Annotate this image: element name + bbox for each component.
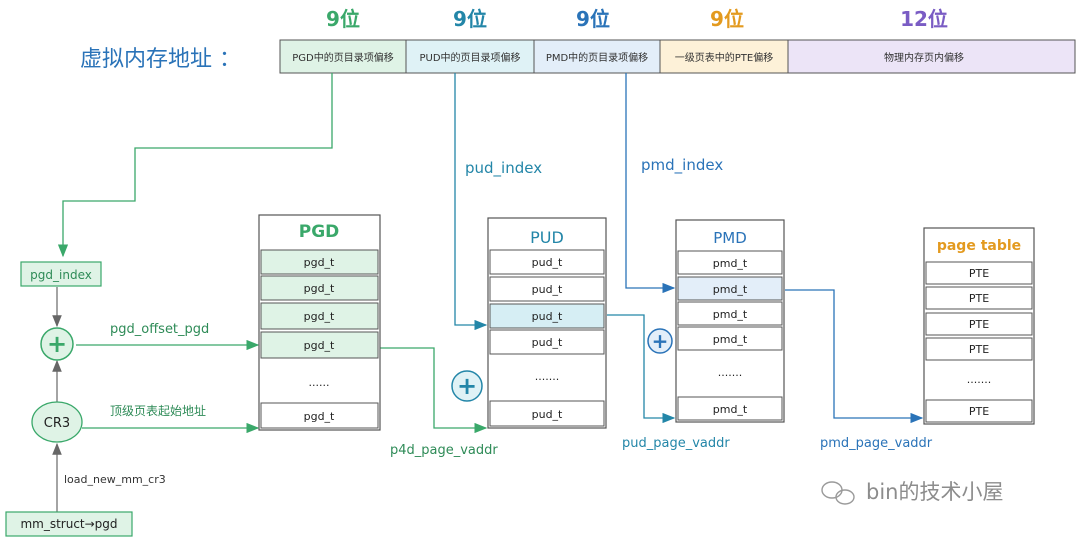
pgd-title: PGD	[299, 222, 340, 242]
segment-label: 一级页表中的PTE偏移	[675, 51, 773, 64]
mm-struct-label: mm_struct→pgd	[20, 517, 117, 531]
pud-index-arrow	[454, 73, 488, 331]
entry-label: PTE	[969, 318, 989, 331]
plus-node-pmd: +	[647, 328, 673, 354]
segment-label: PUD中的页目录项偏移	[419, 51, 520, 64]
pud-index-label: pud_index	[465, 159, 542, 178]
pud-title: PUD	[530, 228, 564, 247]
entry-label: pud_t	[532, 336, 563, 349]
table-row: PTE	[925, 312, 1033, 336]
cr3-label: CR3	[44, 416, 70, 431]
entry-label: pmd_t	[713, 257, 748, 270]
p4d-page-vaddr-arrow	[380, 347, 488, 434]
pmd-index-arrow	[625, 73, 676, 294]
table-row: pgd_t	[260, 402, 379, 429]
watermark: bin的技术小屋	[821, 480, 1003, 505]
pgd-index-arrow	[57, 73, 333, 258]
plus-node-pgd: +	[40, 327, 74, 361]
segment-label: 物理内存页内偏移	[884, 51, 964, 64]
pmd-page-vaddr-label: pmd_page_vaddr	[820, 436, 933, 451]
table-row: pmd_t	[677, 396, 783, 421]
p4d-page-vaddr-label: p4d_page_vaddr	[390, 443, 498, 458]
plus-icon: +	[652, 329, 669, 353]
entry-ellipsis: .......	[718, 366, 742, 379]
table-row: pgd_t	[260, 249, 379, 275]
segment-label: PGD中的页目录项偏移	[292, 51, 393, 64]
segment-label: PMD中的页目录项偏移	[546, 51, 648, 64]
table-row: pgd_t	[260, 331, 379, 359]
entry-label: pgd_t	[304, 410, 335, 423]
table-row: PTE	[925, 399, 1033, 423]
plus-icon: +	[457, 372, 477, 400]
entry-ellipsis: .......	[967, 373, 991, 386]
table-row: pgd_t	[260, 302, 379, 330]
pud-table: PUD pud_t pud_t pud_t pud_t ....... pud_…	[487, 217, 607, 429]
table-row: pmd_t	[677, 250, 783, 275]
table-row: pud_t	[489, 303, 605, 329]
entry-label: pmd_t	[713, 333, 748, 346]
segment-bits: 9位	[710, 7, 744, 31]
entry-label: pgd_t	[304, 256, 335, 269]
entry-label: pgd_t	[304, 339, 335, 352]
segment-bits: 9位	[576, 7, 610, 31]
table-row: pud_t	[489, 329, 605, 355]
segment-bits: 12位	[900, 7, 948, 31]
entry-label: pgd_t	[304, 310, 335, 323]
table-row: PTE	[925, 261, 1033, 285]
watermark-text: bin的技术小屋	[866, 480, 1003, 504]
table-row: pmd_t	[677, 326, 783, 351]
table-row: pmd_t	[677, 276, 783, 301]
entry-label: pud_t	[532, 283, 563, 296]
mm-struct-box: mm_struct→pgd	[5, 511, 133, 537]
page-table-title: page table	[937, 238, 1021, 254]
pmd-index-label: pmd_index	[641, 156, 723, 175]
entry-label: PTE	[969, 267, 989, 280]
table-row: PTE	[925, 286, 1033, 310]
address-label: 虚拟内存地址 ：	[80, 47, 241, 72]
table-row: pud_t	[489, 249, 605, 275]
pmd-title: PMD	[713, 229, 747, 247]
address-segment-pud: 9位 PUD中的页目录项偏移	[405, 7, 535, 74]
segment-bits: 9位	[453, 7, 487, 31]
wechat-icon	[821, 481, 855, 505]
entry-ellipsis: ......	[309, 376, 330, 389]
load-cr3-label: load_new_mm_cr3	[64, 473, 166, 486]
entry-label: pud_t	[532, 256, 563, 269]
cr3-node: CR3	[31, 401, 83, 443]
segment-bits: 9位	[326, 7, 360, 31]
table-row: pmd_t	[677, 301, 783, 326]
pgd-offset-label: pgd_offset_pgd	[110, 322, 209, 337]
table-row: pgd_t	[260, 275, 379, 301]
pud-page-vaddr-arrow	[607, 314, 676, 424]
address-segment-pte: 9位 一级页表中的PTE偏移	[659, 7, 789, 74]
pgd-index-box: pgd_index	[20, 261, 102, 287]
address-segment-offset: 12位 物理内存页内偏移	[787, 7, 1076, 74]
entry-label: PTE	[969, 343, 989, 356]
plus-icon: +	[47, 330, 67, 358]
entry-ellipsis: .......	[535, 370, 559, 383]
page-table: page table PTE PTE PTE PTE ....... PTE	[923, 227, 1035, 425]
pgd-index-label: pgd_index	[30, 268, 92, 282]
entry-label: pmd_t	[713, 283, 748, 296]
table-row: pud_t	[489, 400, 605, 427]
table-row: pud_t	[489, 276, 605, 302]
entry-label: pud_t	[532, 408, 563, 421]
pmd-page-vaddr-arrow	[785, 289, 924, 424]
entry-label: pmd_t	[713, 403, 748, 416]
address-segment-pmd: 9位 PMD中的页目录项偏移	[533, 7, 661, 74]
entry-label: pmd_t	[713, 308, 748, 321]
pmd-table: PMD pmd_t pmd_t pmd_t pmd_t ....... pmd_…	[675, 219, 785, 423]
plus-node-pud: +	[451, 370, 483, 402]
top-level-start-label: 顶级页表起始地址	[110, 404, 206, 418]
table-row: PTE	[925, 337, 1033, 361]
entry-label: pud_t	[532, 310, 563, 323]
entry-label: PTE	[969, 405, 989, 418]
pgd-table: PGD pgd_t pgd_t pgd_t pgd_t ...... pgd_t	[258, 214, 381, 431]
entry-label: pgd_t	[304, 282, 335, 295]
address-segment-pgd: 9位 PGD中的页目录项偏移	[279, 7, 407, 74]
pud-page-vaddr-label: pud_page_vaddr	[622, 436, 730, 451]
entry-label: PTE	[969, 292, 989, 305]
